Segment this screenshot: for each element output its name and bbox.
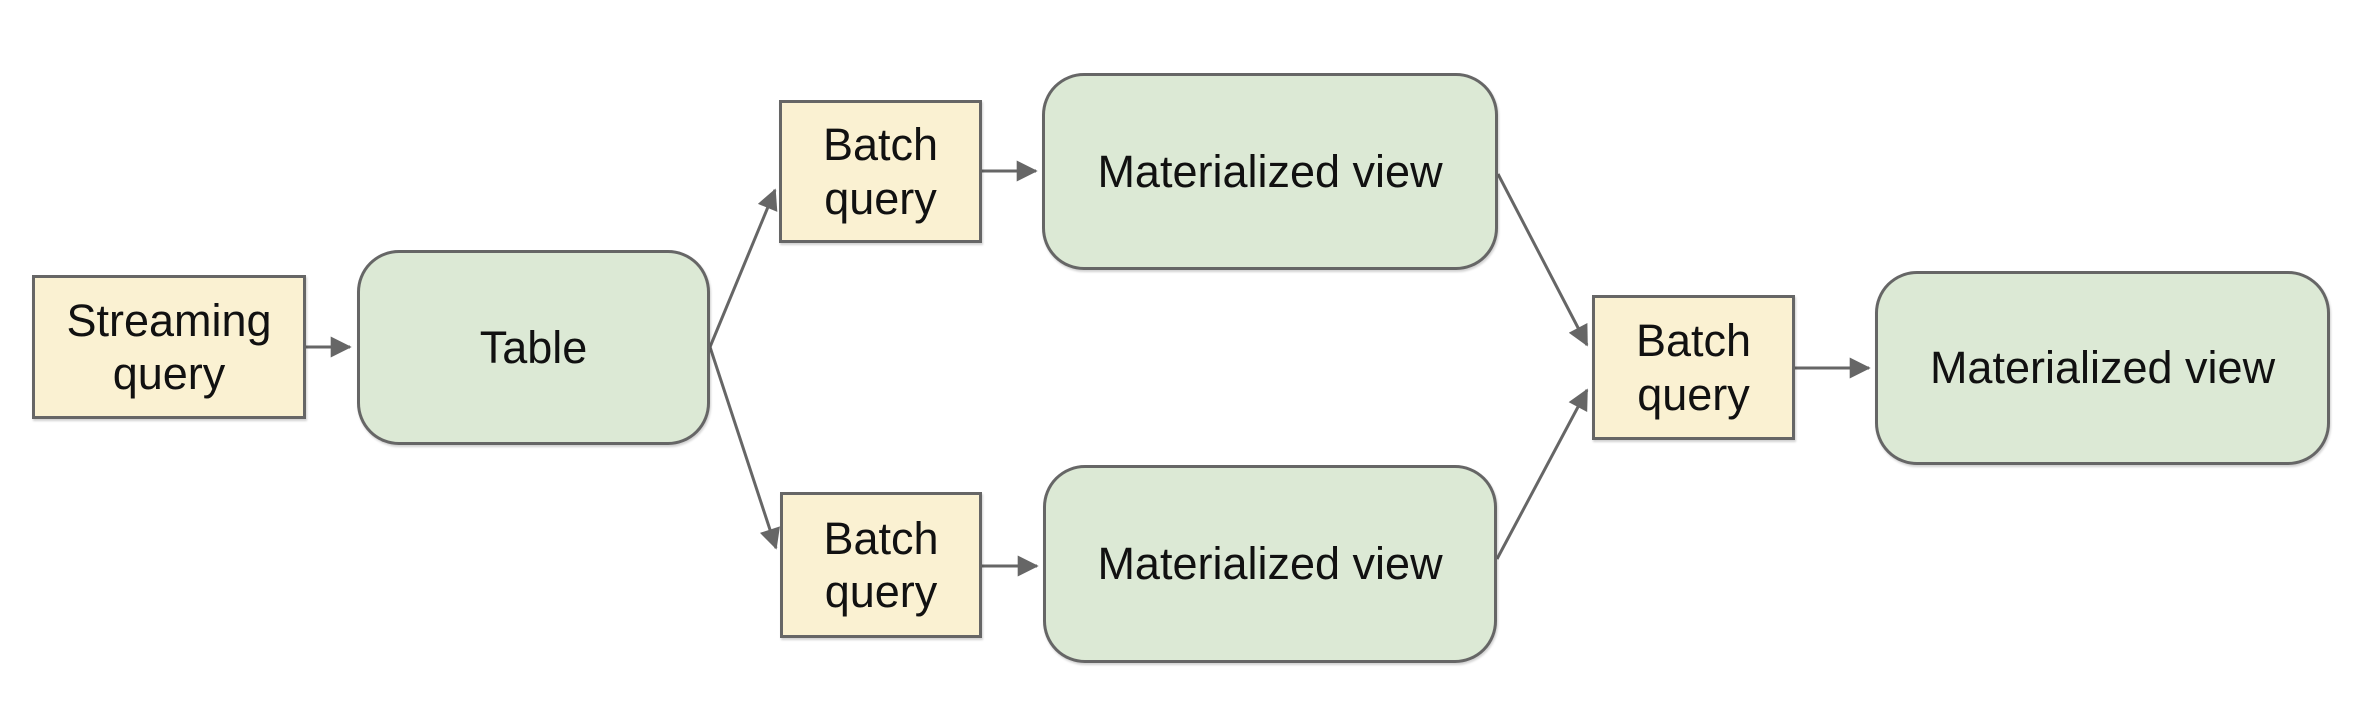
node-batch-query-bottom: Batch query (780, 492, 982, 638)
node-table: Table (357, 250, 710, 445)
node-batch-query-top: Batch query (779, 100, 982, 243)
node-materialized-view-bottom: Materialized view (1043, 465, 1497, 663)
node-table-label: Table (479, 321, 588, 373)
arrow-materialized-view-bottom-to-batch-query-center (1495, 388, 1589, 560)
node-streaming-query: Streaming query (32, 275, 306, 419)
node-materialized-view-top-label: Materialized view (1097, 145, 1443, 197)
arrow-materialized-view-top-to-batch-query-center (1496, 173, 1589, 347)
node-materialized-view-right-label: Materialized view (1929, 342, 2276, 394)
node-materialized-view-bottom-label: Materialized view (1097, 538, 1443, 590)
node-batch-query-top-label: Batch query (822, 119, 939, 224)
node-materialized-view-top: Materialized view (1042, 73, 1498, 270)
arrow-table-to-batch-query-top (708, 188, 778, 348)
node-batch-query-center-label: Batch query (1635, 315, 1752, 420)
node-materialized-view-right: Materialized view (1875, 271, 2330, 465)
node-batch-query-center: Batch query (1592, 295, 1795, 440)
arrow-table-to-batch-query-bottom (708, 346, 780, 550)
node-batch-query-bottom-label: Batch query (823, 512, 939, 617)
node-streaming-query-label: Streaming query (66, 294, 272, 399)
